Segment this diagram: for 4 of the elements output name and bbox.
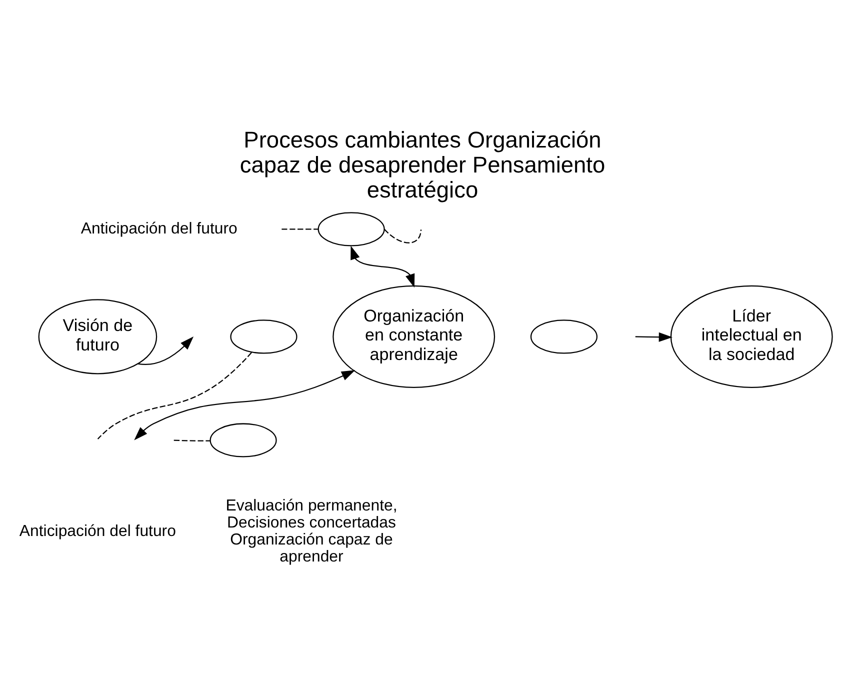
caption: Evaluación permanente, Decisiones concertadas Organización capaz de aprender: [226, 496, 398, 566]
label: Anticipación del futuro: [80, 220, 238, 237]
label: Anticipación del futuro: [19, 522, 176, 540]
diagram-title: Procesos cambiantes Organización capaz de desaprender Pensamiento estratégico: [240, 126, 606, 202]
